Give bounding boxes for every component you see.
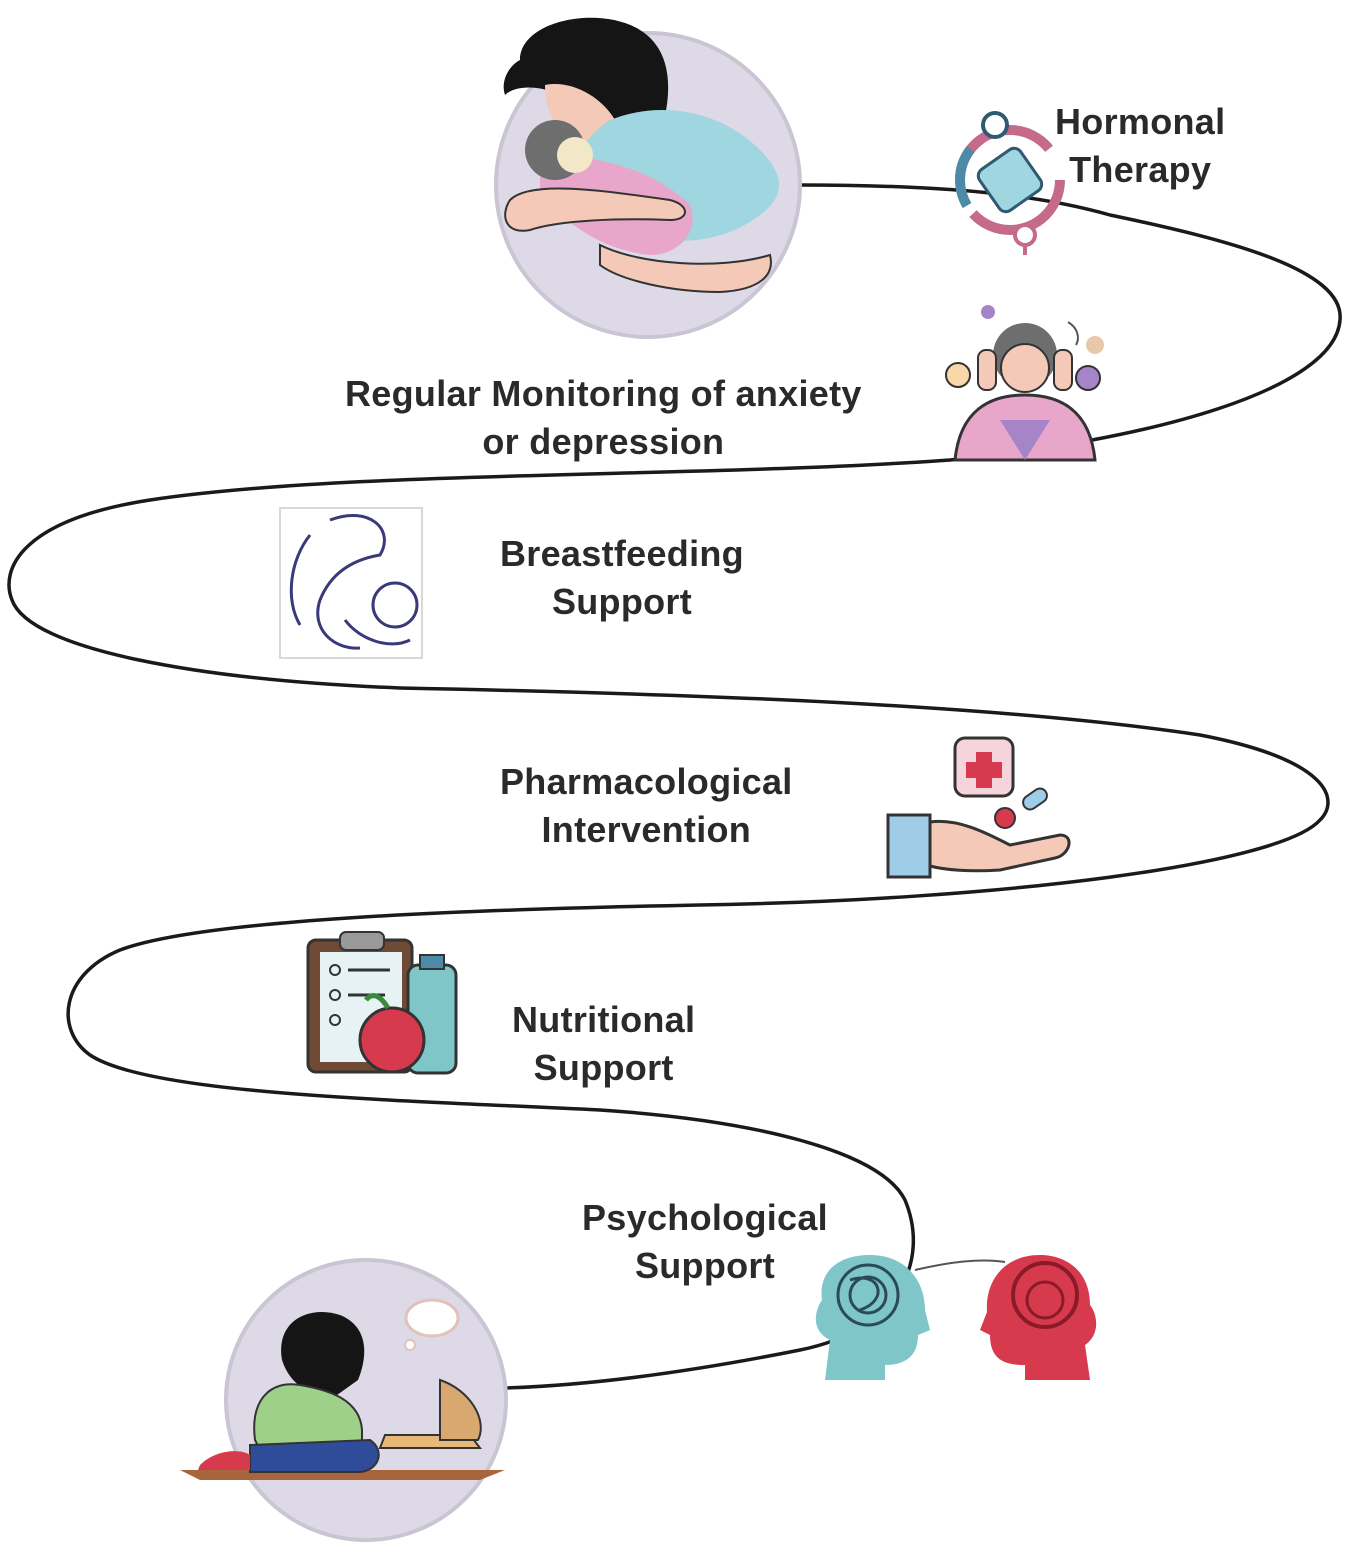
step-label-line: Breastfeeding	[500, 533, 744, 574]
winding-path	[7, 183, 1342, 1390]
step-label-line: Pharmacological	[500, 761, 793, 802]
medicine-hand-icon	[886, 736, 1071, 879]
step-label-breastfeeding-support: Breastfeeding Support	[500, 530, 744, 626]
step-label-line: Support	[533, 1047, 674, 1088]
step-label-nutritional-support: Nutritional Support	[512, 996, 695, 1092]
step-label-psychological-support: Psychological Support	[582, 1194, 828, 1290]
two-heads-icon	[815, 1255, 1097, 1380]
step-label-line: Support	[551, 581, 693, 622]
step-label-line: Support	[634, 1245, 776, 1286]
step-label-line: Psychological	[582, 1197, 828, 1238]
breastfeeding-icon	[279, 507, 423, 659]
anxious-woman-icon	[945, 305, 1104, 462]
hormone-cycle-icon	[955, 111, 1065, 255]
step-label-pharmacological-intervention: Pharmacological Intervention	[500, 758, 793, 854]
step-label-regular-monitoring: Regular Monitoring of anxiety or depress…	[345, 370, 862, 466]
step-label-line: or depression	[482, 421, 725, 462]
step-label-line: Intervention	[541, 809, 752, 850]
psych-branch-line	[914, 1259, 1006, 1271]
step-label-hormonal-therapy: Hormonal Therapy	[1055, 98, 1225, 194]
step-label-line: Nutritional	[512, 999, 696, 1040]
sad-woman-sitting-illustration	[180, 1258, 508, 1542]
step-label-line: Hormonal	[1055, 101, 1226, 142]
step-label-line: Therapy	[1069, 149, 1212, 190]
nutrition-clipboard-icon	[306, 931, 458, 1075]
mother-holding-baby-illustration	[494, 17, 802, 339]
step-label-line: Regular Monitoring of anxiety	[345, 373, 862, 414]
